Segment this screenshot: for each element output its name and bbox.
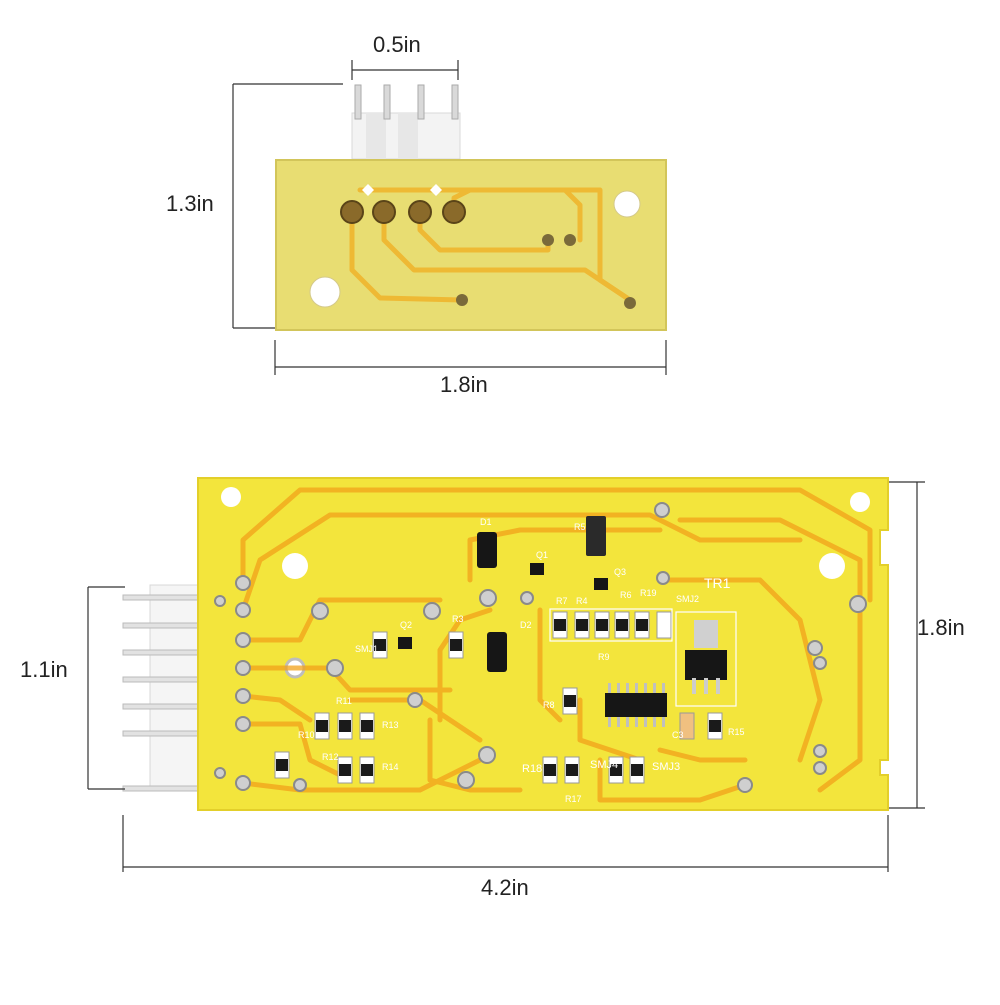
small-board-body [275, 159, 667, 331]
label-r4: R4 [576, 596, 588, 606]
large-pcb-board: D1 D2 Q1 Q2 Q3 R3 R4 R5 R6 R7 R8 R9 R10 … [122, 477, 889, 811]
dimension-label-small-height: 1.3in [166, 191, 214, 216]
label-q1: Q1 [536, 550, 548, 560]
label-c3: C3 [672, 730, 684, 740]
label-r13: R13 [382, 720, 399, 730]
label-q3: Q3 [614, 567, 626, 577]
small-board-solder-pads [340, 200, 636, 309]
dimension-label-large-height: 1.8in [917, 615, 965, 640]
label-r19: R19 [640, 588, 657, 598]
smd-resistors [274, 611, 723, 784]
label-smj1: SMJ1 [355, 644, 378, 654]
label-q2: Q2 [400, 620, 412, 630]
label-r14: R14 [382, 762, 399, 772]
label-d1: D1 [480, 517, 492, 527]
label-r6: R6 [620, 590, 632, 600]
large-board-solder-pads [214, 502, 867, 793]
label-smj4: SMJ4 [590, 759, 618, 771]
large-board-components [398, 516, 727, 717]
label-r18: R18 [522, 763, 542, 775]
label-r10: R10 [298, 730, 315, 740]
label-r12: R12 [322, 752, 339, 762]
label-smj3: SMJ3 [652, 761, 680, 773]
small-board-connector [351, 84, 461, 160]
label-r5: R5 [574, 522, 586, 532]
label-d2: D2 [520, 620, 532, 630]
label-r11: R11 [336, 696, 352, 706]
small-pcb-board [275, 84, 667, 331]
dimension-label-small-width: 1.8in [440, 372, 488, 397]
label-r9: R9 [598, 652, 610, 662]
ic-pins [608, 683, 665, 727]
small-board-dimension-lines [232, 60, 667, 375]
label-tr1: TR1 [704, 575, 731, 591]
label-r17: R17 [565, 794, 582, 804]
label-smj2: SMJ2 [676, 594, 699, 604]
large-board-dimension-lines [87, 481, 925, 872]
dimension-label-pin-pitch: 0.5in [373, 32, 421, 57]
large-board-connector [122, 584, 202, 792]
label-r3: R3 [452, 614, 464, 624]
label-r15: R15 [728, 727, 745, 737]
label-r7: R7 [556, 596, 568, 606]
dimension-label-large-width: 4.2in [481, 875, 529, 900]
label-r8: R8 [543, 700, 555, 710]
dimension-label-connector: 1.1in [20, 657, 68, 682]
